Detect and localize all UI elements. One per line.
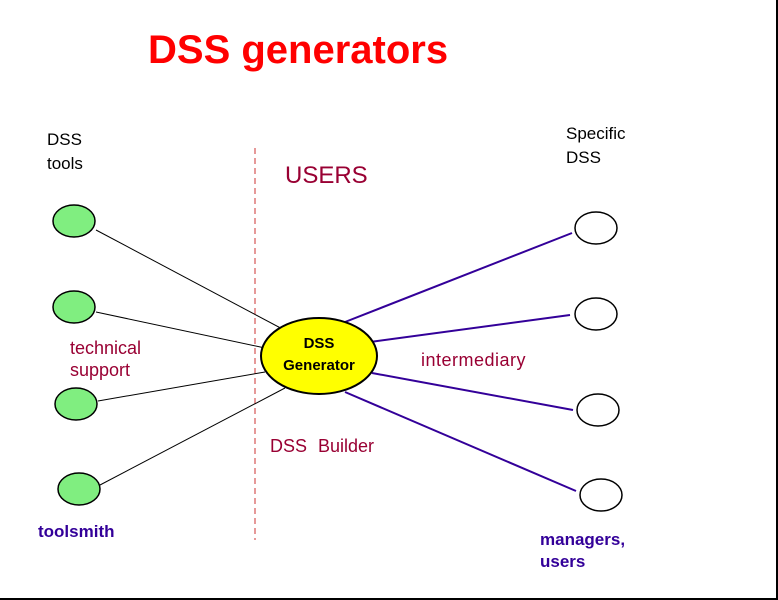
- specific-dss-line-1: Specific: [566, 124, 626, 143]
- generator-line-2: Generator: [283, 357, 355, 374]
- link-dss-4: [344, 391, 577, 492]
- link-tool-1: [95, 229, 291, 334]
- dss-tools-line-2: tools: [47, 154, 83, 173]
- link-tool-4: [99, 387, 286, 486]
- link-tool-3: [97, 371, 266, 402]
- toolsmith-label: toolsmith: [38, 522, 115, 541]
- specific-dss-label: Specific DSS: [566, 122, 626, 170]
- technical-support-line-2: support: [70, 360, 131, 380]
- dss-tool-node-3: [54, 387, 98, 421]
- technical-support-line-1: technical: [70, 338, 142, 358]
- specific-dss-node-3: [576, 393, 620, 427]
- diagram-title: DSS generators: [148, 28, 449, 72]
- managers-line-2: users: [540, 552, 586, 571]
- link-dss-3: [371, 372, 574, 411]
- managers-line-1: managers,: [540, 530, 626, 549]
- specific-dss-node-1: [574, 211, 618, 245]
- dss-generator-label: DSS Generator: [262, 333, 376, 377]
- generator-line-1: DSS: [303, 335, 335, 352]
- dss-builder-label: DSS Builder: [270, 436, 375, 456]
- specific-dss-line-2: DSS: [566, 148, 601, 167]
- link-dss-2: [369, 314, 571, 343]
- link-tool-2: [95, 311, 266, 349]
- link-dss-1: [344, 232, 573, 323]
- dss-tools-label: DSS tools: [47, 128, 83, 176]
- intermediary-label: intermediary: [421, 350, 527, 370]
- dss-tools-line-1: DSS: [47, 130, 82, 149]
- specific-dss-node-2: [574, 297, 618, 331]
- dss-tool-node-4: [57, 472, 101, 506]
- dss-tool-node-2: [52, 290, 96, 324]
- dss-generator-node: [260, 317, 378, 395]
- technical-support-label: technical support: [70, 337, 141, 381]
- specific-dss-node-4: [579, 478, 623, 512]
- dss-tool-node-1: [52, 204, 96, 238]
- managers-users-label: managers, users: [540, 529, 625, 573]
- users-label: USERS: [285, 162, 368, 189]
